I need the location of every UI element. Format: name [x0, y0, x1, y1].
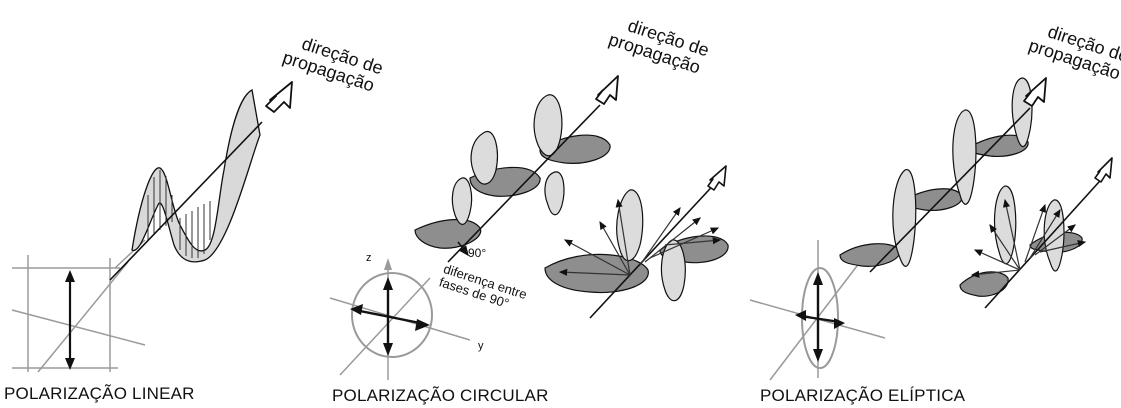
linear-reference-frame: [11, 239, 146, 373]
circular-polarization-figure: [329, 75, 729, 380]
linear-propagation-arrow: [265, 81, 293, 113]
linear-wave: [131, 89, 261, 263]
y-axis-label: y: [478, 340, 484, 352]
linear-polarization-figure: [11, 81, 293, 373]
elliptical-polarization-figure: [749, 77, 1113, 381]
circular-polarization-ellipse: [351, 272, 433, 358]
elliptical-panel-title: POLARIZAÇÃO ELÍPTICA: [760, 386, 966, 405]
phase-angle-label: 90°: [468, 246, 487, 260]
elliptical-vector-fan: [959, 157, 1113, 309]
circular-vector-fan: [544, 165, 729, 319]
circular-panel-title: POLARIZAÇÃO CIRCULAR: [332, 386, 549, 405]
linear-panel-title: POLARIZAÇÃO LINEAR: [4, 384, 195, 403]
z-axis-label: z: [366, 252, 372, 264]
